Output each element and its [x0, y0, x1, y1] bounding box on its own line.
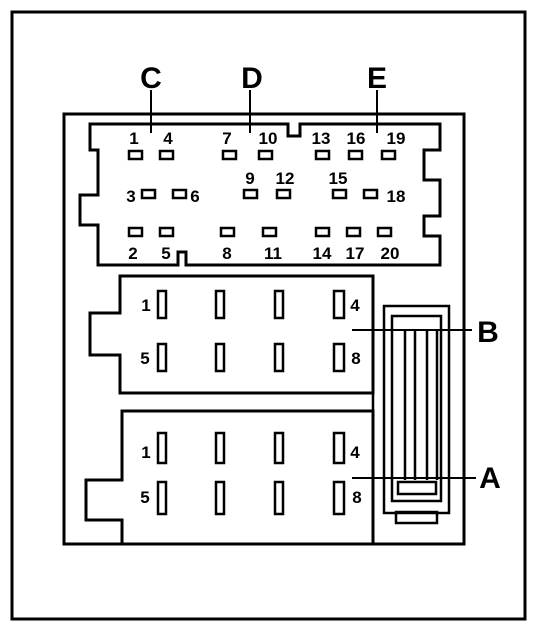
callout-c: C — [140, 62, 162, 95]
pin-slot-7 — [221, 149, 238, 161]
block-b-outline — [88, 274, 375, 395]
pin-label-5: 5 — [161, 244, 170, 263]
pin-label-20: 20 — [381, 244, 400, 263]
block-b-pins — [156, 289, 346, 373]
top-pin-block — [78, 122, 442, 267]
pin-slot-9 — [242, 188, 259, 200]
pin-label-13: 13 — [312, 129, 331, 148]
pin-label-7: 7 — [222, 129, 231, 148]
pin-label-6: 6 — [190, 187, 199, 206]
block-b-label-1: 1 — [141, 296, 150, 315]
latch-bottom-slot — [396, 480, 438, 496]
block-a-outline — [84, 409, 375, 546]
pin-label-18: 18 — [387, 187, 406, 206]
pin-slot-8 — [219, 226, 236, 238]
pin-slot-13 — [314, 149, 331, 161]
outer-frame — [10, 10, 527, 621]
latch-inner — [390, 314, 443, 503]
pin-slot-5 — [158, 226, 175, 238]
pin-label-10: 10 — [259, 129, 278, 148]
pin-slot-12 — [275, 188, 292, 200]
block-b-label-8: 8 — [351, 349, 360, 368]
callout-e: E — [367, 62, 387, 95]
block-a-label-5: 5 — [140, 488, 149, 507]
pin-label-15: 15 — [329, 169, 348, 188]
pin-label-1: 1 — [129, 129, 138, 148]
pin-slot-4 — [158, 149, 175, 161]
block-b-label-4: 4 — [350, 296, 360, 315]
top-pin-slots — [127, 149, 397, 238]
pin-slot-20 — [376, 226, 393, 238]
pin-slot-10 — [257, 149, 274, 161]
latch-foot — [394, 510, 439, 525]
top-pin-numbers: 1 4 7 10 13 16 19 3 6 9 12 15 18 2 5 8 1… — [126, 129, 405, 263]
pin-label-8: 8 — [222, 244, 231, 263]
callout-a: A — [479, 462, 501, 495]
pin-slot-1 — [127, 149, 144, 161]
pin-slot-14 — [314, 226, 331, 238]
pin-slot-15 — [331, 188, 348, 200]
pin-label-16: 16 — [347, 129, 366, 148]
pin-label-9: 9 — [245, 169, 254, 188]
pin-slot-16 — [347, 149, 364, 161]
pin-label-2: 2 — [128, 244, 137, 263]
pin-slot-2 — [127, 226, 144, 238]
callout-d: D — [241, 62, 263, 95]
side-latch — [371, 300, 451, 544]
pin-label-17: 17 — [346, 244, 365, 263]
block-a-label-1: 1 — [141, 443, 150, 462]
block-a-pins — [156, 431, 346, 516]
pin-slot-19 — [380, 149, 397, 161]
pin-label-4: 4 — [163, 129, 173, 148]
pin-slot-3 — [140, 188, 157, 200]
pin-label-19: 19 — [387, 129, 406, 148]
pin-label-3: 3 — [126, 187, 135, 206]
pin-slot-6 — [171, 188, 188, 200]
block-b-label-5: 5 — [140, 349, 149, 368]
pin-slot-18 — [362, 188, 379, 200]
block-a-label-4: 4 — [350, 443, 360, 462]
pin-label-12: 12 — [276, 169, 295, 188]
pin-slot-17 — [345, 226, 362, 238]
callout-b: B — [477, 316, 499, 349]
pin-label-11: 11 — [264, 244, 282, 263]
pin-label-14: 14 — [313, 244, 332, 263]
pin-slot-11 — [261, 226, 278, 238]
block-a-label-8: 8 — [352, 488, 361, 507]
